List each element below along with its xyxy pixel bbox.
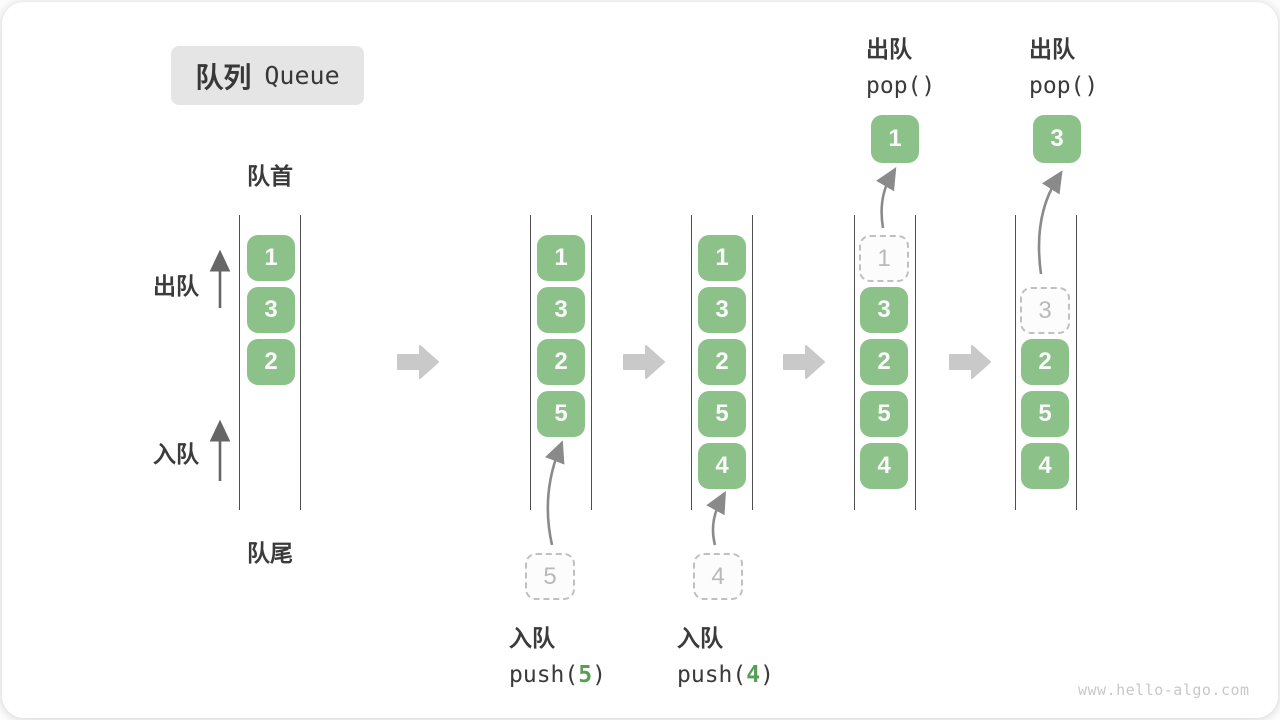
popped-item: 1 xyxy=(871,115,919,163)
queue-item: 4 xyxy=(1021,443,1069,489)
op-fn: push(4) xyxy=(677,662,774,688)
label-dequeue-direction: 出队 xyxy=(153,273,199,299)
queue-item: 2 xyxy=(1021,339,1069,385)
enqueue-op-label-1: 入队 push(5) xyxy=(509,619,606,688)
op-zh: 出队 xyxy=(866,36,912,62)
step-arrow-icon xyxy=(397,345,439,379)
ghost-item: 3 xyxy=(1020,287,1070,334)
queue-item: 2 xyxy=(698,339,746,385)
queue-item: 1 xyxy=(698,235,746,281)
queue-item: 3 xyxy=(860,287,908,333)
label-queue-rear: 队尾 xyxy=(247,540,293,566)
queue-item: 4 xyxy=(698,443,746,489)
op-arg: 5 xyxy=(578,662,593,688)
queue-channel-3 xyxy=(691,215,753,510)
op-zh: 入队 xyxy=(677,625,723,651)
dequeue-op-label-2: 出队 pop() xyxy=(1029,30,1098,99)
queue-item: 1 xyxy=(537,235,585,281)
queue-channel-5 xyxy=(1015,215,1077,510)
ghost-item: 1 xyxy=(859,235,909,282)
op-fn: push(5) xyxy=(509,662,606,688)
queue-item: 2 xyxy=(537,339,585,385)
queue-item: 1 xyxy=(247,235,295,281)
queue-item: 5 xyxy=(537,391,585,437)
enqueue-op-label-2: 入队 push(4) xyxy=(677,619,774,688)
title-badge: 队列 Queue xyxy=(171,46,364,105)
op-fn: pop() xyxy=(866,73,936,99)
queue-item: 3 xyxy=(537,287,585,333)
queue-item: 5 xyxy=(1021,391,1069,437)
step-arrow-icon xyxy=(949,345,991,379)
label-queue-front: 队首 xyxy=(247,163,293,189)
staged-item: 4 xyxy=(693,553,743,600)
op-arg: 4 xyxy=(746,662,761,688)
title-zh: 队列 xyxy=(195,61,252,93)
queue-item: 3 xyxy=(698,287,746,333)
queue-item: 4 xyxy=(860,443,908,489)
queue-item: 5 xyxy=(698,391,746,437)
op-zh: 出队 xyxy=(1029,36,1075,62)
title-en: Queue xyxy=(264,61,340,90)
queue-item: 3 xyxy=(247,287,295,333)
queue-item: 2 xyxy=(247,339,295,385)
queue-channel-1 xyxy=(239,215,301,510)
watermark: www.hello-algo.com xyxy=(1078,681,1250,699)
staged-item: 5 xyxy=(525,553,575,600)
popped-item: 3 xyxy=(1033,115,1081,163)
label-enqueue-direction: 入队 xyxy=(153,441,199,467)
op-fn: pop() xyxy=(1029,73,1099,99)
queue-item: 5 xyxy=(860,391,908,437)
queue-channel-2 xyxy=(530,215,592,510)
op-zh: 入队 xyxy=(509,625,555,651)
dequeue-op-label-1: 出队 pop() xyxy=(866,30,935,99)
queue-item: 2 xyxy=(860,339,908,385)
queue-channel-4 xyxy=(854,215,916,510)
step-arrow-icon xyxy=(623,345,665,379)
step-arrow-icon xyxy=(783,345,825,379)
